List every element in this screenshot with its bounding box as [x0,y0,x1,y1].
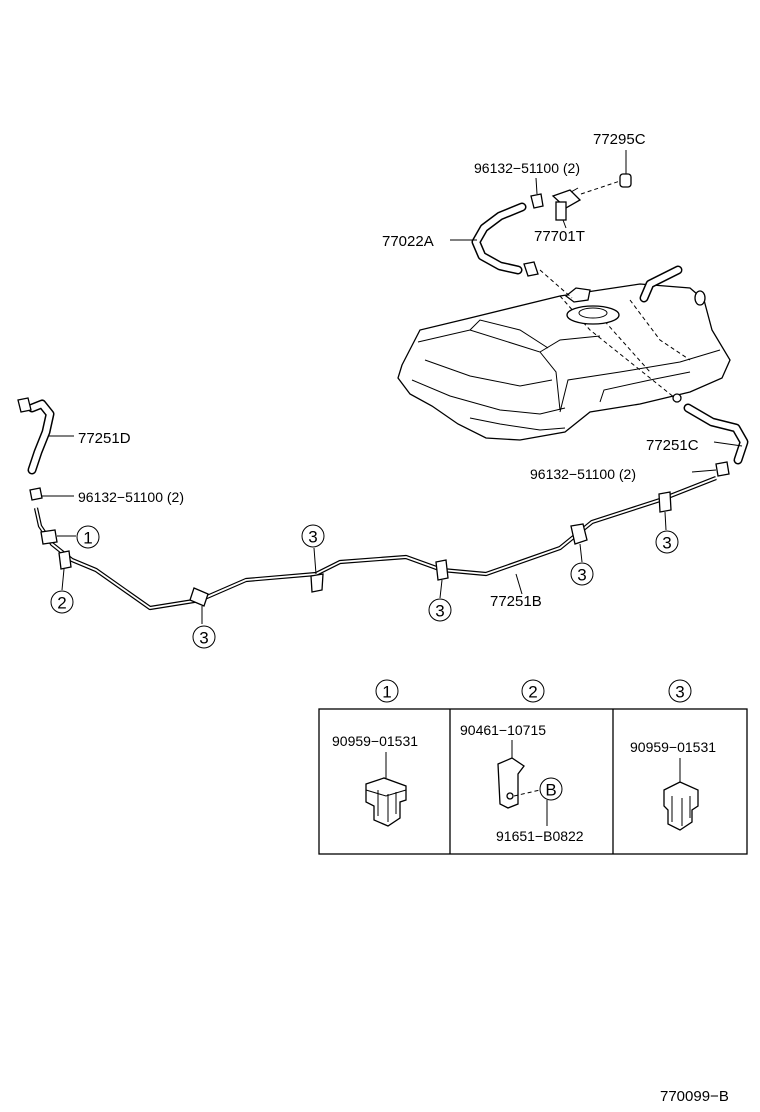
pipe-clamp-3a [189,587,209,624]
label-96132-51100-right: 96132−51100 (2) [530,466,636,482]
callout-3-c: 3 [428,598,452,622]
legend-sub-key-b: B [545,781,556,800]
pipe-clamp-3c [435,559,449,599]
pipe-clamp-3b [310,547,324,593]
svg-text:2: 2 [528,683,537,702]
clamp-top-upper [530,193,544,209]
label-77251D: 77251D [78,430,131,447]
clamp-left [29,487,74,501]
svg-text:1: 1 [83,529,92,548]
svg-text:1: 1 [382,683,391,702]
pipe-clamp-3e [658,491,672,531]
label-77295C: 77295C [593,131,646,148]
svg-text:3: 3 [435,602,444,621]
clip-90959-01531-drawing [365,752,407,827]
callout-3-e: 3 [655,530,679,554]
label-77251C: 77251C [646,437,699,454]
clip-90959-01531-drawing-2 [663,758,699,831]
legend-key-1: 1 [375,679,399,703]
label-77701T: 77701T [534,228,585,245]
bracket-90461-10715-drawing: B [497,740,563,826]
legend-key-3: 3 [668,679,692,703]
label-96132-51100-top: 96132−51100 (2) [474,160,580,176]
hose-77022A [450,202,527,275]
svg-text:3: 3 [662,534,671,553]
legend-part-1: 90959−01531 [332,733,418,749]
callout-3-a: 3 [192,625,216,649]
label-77251B: 77251B [490,593,542,610]
legend-key-2: 2 [521,679,545,703]
hose-77251D [17,397,74,475]
legend-part-2-top: 90461−10715 [460,722,546,738]
pipe-clamp-1 [40,529,76,545]
callout-1: 1 [76,525,100,549]
cap-77295C [580,150,632,195]
leader-96132-top [535,177,538,195]
label-96132-51100-left: 96132−51100 (2) [78,489,184,505]
svg-text:2: 2 [57,594,66,613]
svg-text:3: 3 [199,629,208,648]
svg-text:3: 3 [675,683,684,702]
callout-2: 2 [50,590,74,614]
pipe-clamp-2 [58,550,72,591]
callout-3-b: 3 [301,524,325,548]
vsv-valve-77701T [551,187,582,229]
label-77022A: 77022A [382,233,434,250]
fuel-tank [397,265,731,441]
pipe-clamp-3d [570,523,588,563]
clamp-legend-table: 1 2 3 90959−01531 90461−10715 91651−B082… [318,679,748,855]
callout-3-d: 3 [570,562,594,586]
hose-77251C [683,403,749,465]
clamp-right [691,461,730,477]
leader-top-clamp-to-tank [539,269,573,299]
diagram-code: 770099−B [660,1088,729,1105]
svg-text:3: 3 [577,566,586,585]
legend-part-2-bottom: 91651−B0822 [496,828,584,844]
clamp-top-lower [523,261,539,277]
legend-part-3: 90959−01531 [630,739,716,755]
svg-text:3: 3 [308,528,317,547]
